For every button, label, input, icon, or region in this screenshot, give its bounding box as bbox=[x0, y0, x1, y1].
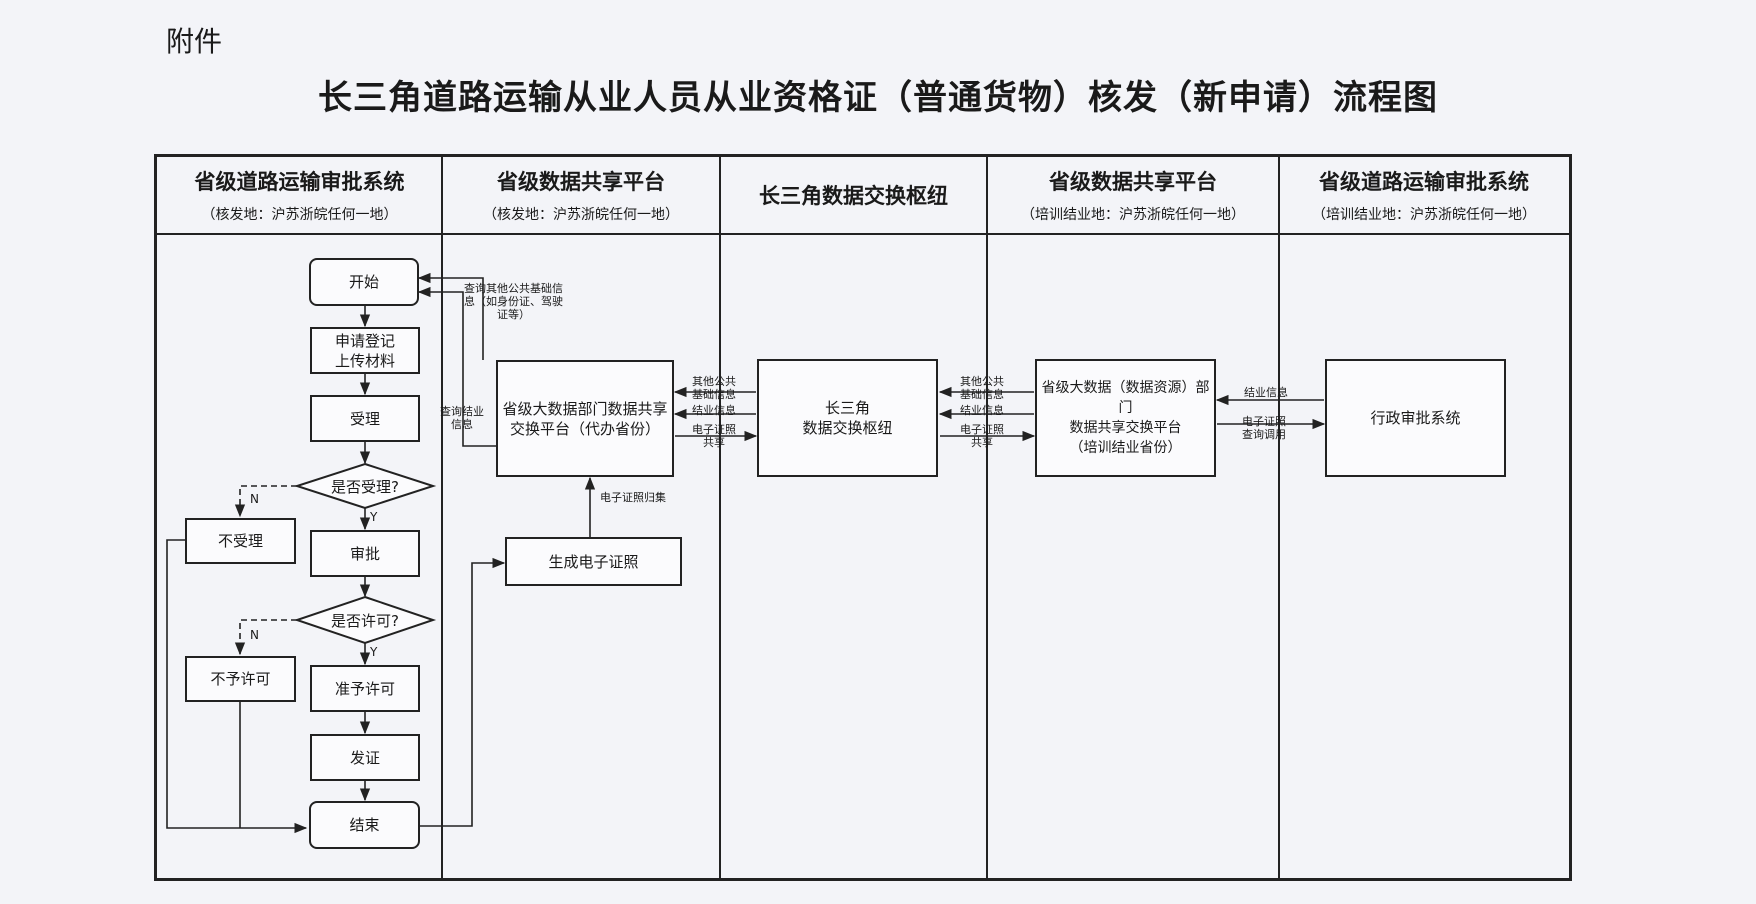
lane-1-subtitle: （核发地：沪苏浙皖任何一地） bbox=[201, 207, 398, 223]
lane-4-title: 省级数据共享平台 bbox=[1049, 169, 1217, 194]
lane-4-subtitle: （培训结业地：沪苏浙皖任何一地） bbox=[1021, 207, 1245, 223]
cert-query-line-2: 查询调用 bbox=[1242, 428, 1286, 441]
apply-node: 申请登记 上传材料 bbox=[310, 327, 420, 374]
query-other-line-1: 查询其他公共基础信 bbox=[464, 282, 563, 295]
training-platform-node: 省级大数据（数据资源）部门 数据共享交换平台 （培训结业省份） bbox=[1035, 359, 1216, 477]
cert-share-left-line-2: 共享 bbox=[703, 436, 725, 449]
grad-info-label-left: 结业信息 bbox=[692, 404, 736, 417]
query-other-label: 查询其他公共基础信 息（如身份证、驾驶 证等） bbox=[464, 282, 563, 321]
deny-node: 不予许可 bbox=[185, 656, 296, 702]
training-platform-line-2: 数据共享交换平台 bbox=[1069, 420, 1182, 436]
attachment-label: 附件 bbox=[166, 25, 223, 58]
no-label-accept: N bbox=[250, 492, 259, 506]
lane-header-2: 省级数据共享平台 （核发地：沪苏浙皖任何一地） bbox=[442, 154, 720, 234]
hub-line-1: 长三角 bbox=[824, 399, 870, 417]
yes-label-permit: Y bbox=[370, 645, 378, 659]
query-other-line-3: 证等） bbox=[497, 308, 530, 321]
accept-node: 受理 bbox=[310, 395, 420, 442]
end-node: 结束 bbox=[309, 801, 420, 849]
training-platform-line-3: （培训结业省份） bbox=[1069, 440, 1182, 456]
arrow-end-gencert bbox=[420, 557, 506, 827]
apply-line-1: 申请登记 bbox=[334, 331, 395, 350]
swimlane-frame bbox=[154, 154, 1572, 881]
query-grad-line-2: 信息 bbox=[451, 418, 473, 431]
cert-collect-label: 电子证照归集 bbox=[600, 491, 666, 504]
lane-2-title: 省级数据共享平台 bbox=[497, 169, 665, 194]
cert-share-right-line-2: 共享 bbox=[971, 436, 993, 449]
provincial-platform-line-2: 交换平台（代办省份） bbox=[509, 419, 660, 438]
apply-line-2: 上传材料 bbox=[334, 351, 395, 370]
issue-node: 发证 bbox=[310, 734, 420, 781]
arrow-query-grad bbox=[417, 286, 496, 447]
cert-share-right-line-1: 电子证照 bbox=[960, 423, 1004, 436]
lane-header-5: 省级道路运输审批系统 （培训结业地：沪苏浙皖任何一地） bbox=[1279, 154, 1569, 234]
admin-system-node: 行政审批系统 bbox=[1325, 359, 1506, 477]
grad-info-label-right: 结业信息 bbox=[960, 404, 1004, 417]
lane-3-title: 长三角数据交换枢纽 bbox=[759, 183, 948, 208]
grad-info-label-admin: 结业信息 bbox=[1244, 386, 1288, 399]
cert-share-label-right: 电子证照 共享 bbox=[960, 423, 1004, 449]
no-label-permit: N bbox=[250, 628, 259, 642]
cert-share-label-left: 电子证照 共享 bbox=[692, 423, 736, 449]
other-info-left-line-1: 其他公共 bbox=[692, 375, 736, 388]
arrow-reject-end bbox=[166, 539, 308, 834]
review-node: 审批 bbox=[310, 530, 420, 577]
lane-5-title: 省级道路运输审批系统 bbox=[1319, 169, 1529, 194]
other-info-right-line-2: 基础信息 bbox=[960, 388, 1004, 401]
hub-node: 长三角 数据交换枢纽 bbox=[757, 359, 938, 477]
grant-node: 准予许可 bbox=[310, 665, 420, 712]
cert-share-left-line-1: 电子证照 bbox=[692, 423, 736, 436]
lane-header-3: 长三角数据交换枢纽 bbox=[720, 154, 987, 234]
provincial-platform-line-1: 省级大数据部门数据共享 bbox=[502, 399, 668, 418]
query-other-line-2: 息（如身份证、驾驶 bbox=[464, 295, 563, 308]
arrow-no-permit bbox=[234, 619, 297, 656]
start-node: 开始 bbox=[309, 258, 419, 306]
generate-cert-node: 生成电子证照 bbox=[505, 537, 682, 586]
arrow-query-other bbox=[417, 272, 484, 360]
lane-header-1: 省级道路运输审批系统 （核发地：沪苏浙皖任何一地） bbox=[157, 154, 442, 234]
accept-decision-label: 是否受理? bbox=[331, 477, 399, 496]
lane-dividers bbox=[157, 157, 1569, 878]
hub-line-2: 数据交换枢纽 bbox=[802, 419, 893, 437]
page-title: 长三角道路运输从业人员从业资格证（普通货物）核发（新申请）流程图 bbox=[318, 78, 1438, 118]
cert-query-line-1: 电子证照 bbox=[1242, 415, 1286, 428]
yes-label-accept: Y bbox=[370, 510, 378, 524]
other-info-label-right: 其他公共 基础信息 bbox=[960, 375, 1004, 401]
permit-decision-label: 是否许可? bbox=[331, 611, 399, 630]
lane-1-title: 省级道路运输审批系统 bbox=[194, 169, 405, 194]
query-grad-line-1: 查询结业 bbox=[440, 405, 484, 418]
other-info-left-line-2: 基础信息 bbox=[692, 388, 736, 401]
cert-query-label: 电子证照 查询调用 bbox=[1242, 415, 1286, 441]
training-platform-line-1: 省级大数据（数据资源）部门 bbox=[1041, 380, 1210, 416]
reject-node: 不受理 bbox=[185, 518, 296, 564]
other-info-label-left: 其他公共 基础信息 bbox=[692, 375, 736, 401]
arrow-no-accept bbox=[234, 485, 297, 518]
lane-2-subtitle: （核发地：沪苏浙皖任何一地） bbox=[483, 207, 679, 223]
lane-header-4: 省级数据共享平台 （培训结业地：沪苏浙皖任何一地） bbox=[987, 154, 1279, 234]
provincial-platform-node: 省级大数据部门数据共享 交换平台（代办省份） bbox=[496, 360, 674, 477]
query-grad-label: 查询结业 信息 bbox=[440, 405, 484, 431]
lane-5-subtitle: （培训结业地：沪苏浙皖任何一地） bbox=[1312, 207, 1536, 223]
other-info-right-line-1: 其他公共 bbox=[960, 375, 1004, 388]
